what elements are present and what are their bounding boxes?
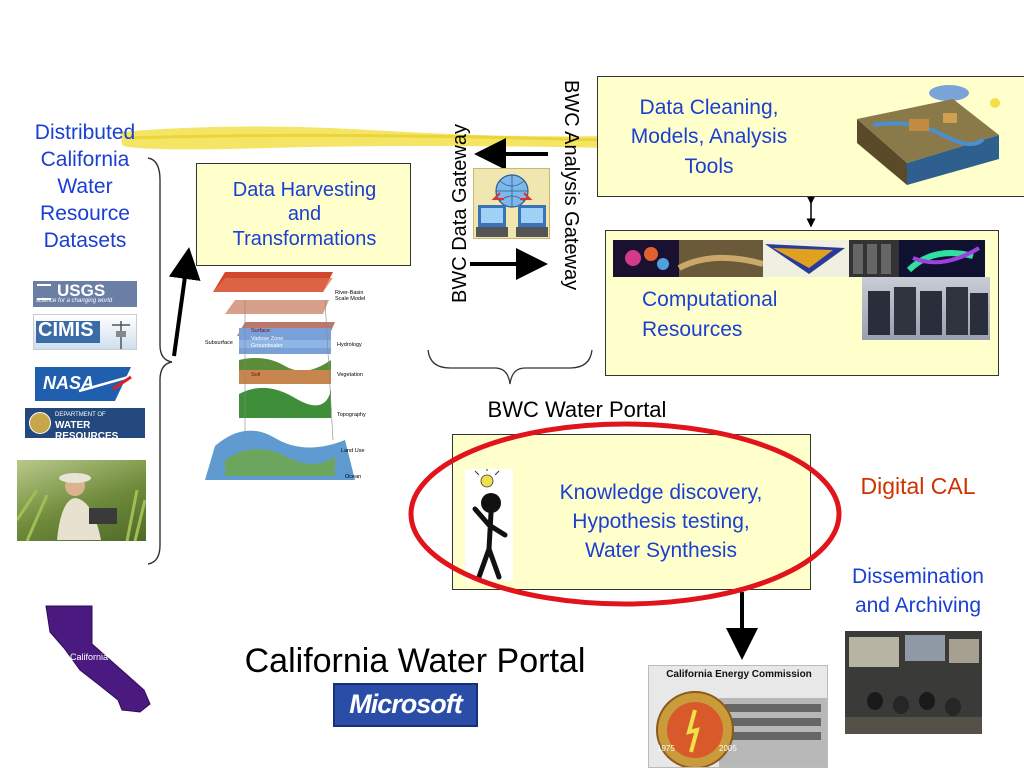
field-researcher-photo <box>17 460 146 541</box>
dwr-logo: DEPARTMENT OF WATER RESOURCES <box>25 408 145 438</box>
bwc-water-portal-label: BWC Water Portal <box>487 397 667 422</box>
nasa-swoosh-icon <box>35 367 144 401</box>
distributed-datasets-label: Distributed California Water Resource Da… <box>34 121 136 252</box>
weather-station-icon <box>112 321 130 349</box>
dwr-seal-icon <box>29 412 51 434</box>
gateway-computers-icon <box>473 168 550 239</box>
computational-resources-box: Computational Resources <box>605 230 999 376</box>
cimis-logo: CIMIS <box>33 314 137 350</box>
data-cleaning-box: Data Cleaning, Models, Analysis Tools <box>597 76 1024 197</box>
arrow-to-harvest <box>168 247 201 357</box>
california-map: California <box>42 604 162 716</box>
knowledge-discovery-box: Knowledge discovery, Hypothesis testing,… <box>452 434 811 590</box>
thinking-person-icon <box>465 469 513 581</box>
california-water-portal-title: California Water Portal <box>244 642 586 680</box>
usgs-logo: USGS science for a changing world <box>33 281 137 307</box>
lecture-room-photo <box>845 631 982 734</box>
highlight-ellipse <box>408 421 842 607</box>
left-brace <box>147 157 173 565</box>
bwc-data-gateway-label: BWC Data Gateway <box>449 124 471 303</box>
data-harvesting-box: Data Harvesting and Transformations <box>196 163 411 266</box>
microsoft-logo: Microsoft <box>333 683 478 727</box>
digital-cal-label: Digital CAL <box>860 473 976 499</box>
layered-hydrology-figure: River-Basin Scale Model Surface Vadose Z… <box>205 270 375 488</box>
bwc-analysis-gateway-label: BWC Analysis Gateway <box>560 80 582 291</box>
energy-commission-image: California Energy Commission 1975 2005 <box>648 665 828 768</box>
gateway-brace <box>427 349 593 385</box>
server-room-photo <box>862 277 990 340</box>
nasa-logo: NASA <box>35 367 145 401</box>
dissemination-label: Dissemination and Archiving <box>852 565 984 618</box>
visualization-strip <box>613 240 985 277</box>
watershed-model-figure <box>853 79 1001 187</box>
